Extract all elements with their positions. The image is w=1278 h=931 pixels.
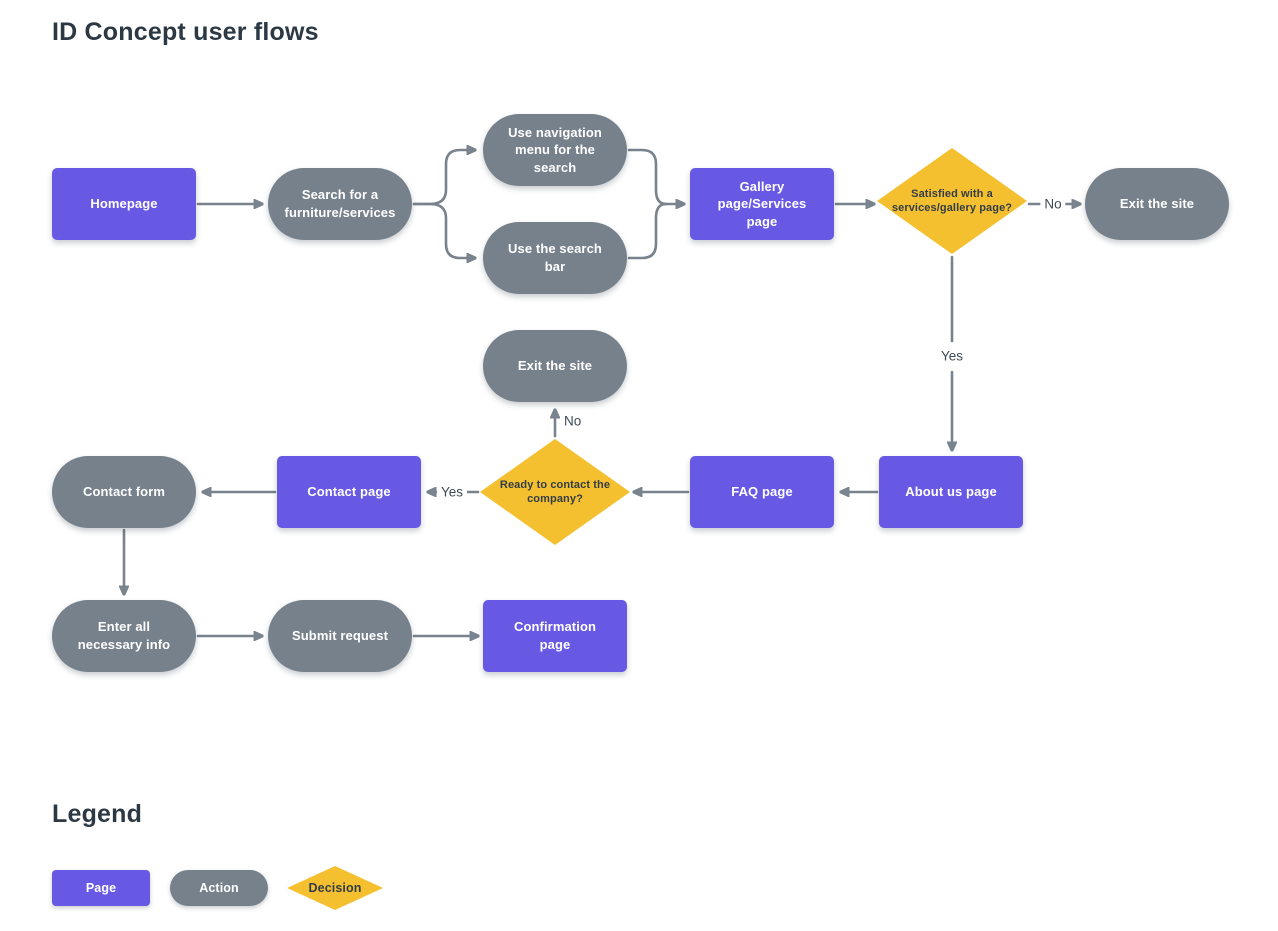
node-exit-site-mid: Exit the site (483, 330, 627, 402)
node-confirmation-page: Confirmation page (483, 600, 627, 672)
node-contact-form-label: Contact form (82, 484, 166, 500)
node-exit-site-right: Exit the site (1085, 168, 1229, 240)
node-confirmation-page-label: Confirmation page (513, 619, 597, 652)
node-faq-page: FAQ page (690, 456, 834, 528)
node-homepage-label: Homepage (90, 196, 158, 212)
node-contact-page-label: Contact page (307, 484, 391, 500)
edge-label-yes-ready: Yes (436, 483, 468, 501)
edge-label-no-satisfied: No (1040, 195, 1066, 213)
legend-heading: Legend (52, 800, 143, 828)
node-use-navigation-menu: Use navigation menu for the search (483, 114, 627, 186)
node-use-search-bar-label: Use the search bar (508, 241, 602, 274)
legend-decision-label: Decision (308, 880, 362, 895)
node-contact-form: Contact form (52, 456, 196, 528)
node-enter-info: Enter all necessary info (52, 600, 196, 672)
node-contact-page: Contact page (277, 456, 421, 528)
node-enter-info-label: Enter all necessary info (77, 619, 171, 652)
legend-action-swatch: Action (170, 870, 268, 906)
node-decision-ready-to-contact-label: Ready to contact the company? (499, 478, 611, 505)
legend-page-label: Page (85, 880, 117, 895)
node-use-navigation-menu-label: Use navigation menu for the search (508, 124, 602, 175)
node-about-us-page: About us page (879, 456, 1023, 528)
edge-label-no-ready: No (564, 413, 582, 429)
node-search-action-label: Search for a furniture/services (284, 187, 396, 220)
legend-action-label: Action (199, 880, 239, 895)
node-submit-request: Submit request (268, 600, 412, 672)
node-exit-site-mid-label: Exit the site (517, 358, 593, 374)
node-gallery-services-page: Gallery page/Services page (690, 168, 834, 240)
node-about-us-page-label: About us page (905, 484, 997, 500)
node-gallery-services-page-label: Gallery page/Services page (717, 178, 807, 229)
node-search-action: Search for a furniture/services (268, 168, 412, 240)
node-decision-satisfied-label: Satisfied with a services/gallery page? (891, 187, 1013, 214)
node-submit-request-label: Submit request (291, 628, 389, 644)
node-homepage: Homepage (52, 168, 196, 240)
node-faq-page-label: FAQ page (731, 484, 793, 500)
node-exit-site-right-label: Exit the site (1119, 196, 1195, 212)
legend-page-swatch: Page (52, 870, 150, 906)
edge-label-yes-satisfied: Yes (936, 347, 968, 365)
page-title: ID Concept user flows (52, 18, 319, 46)
node-use-search-bar: Use the search bar (483, 222, 627, 294)
